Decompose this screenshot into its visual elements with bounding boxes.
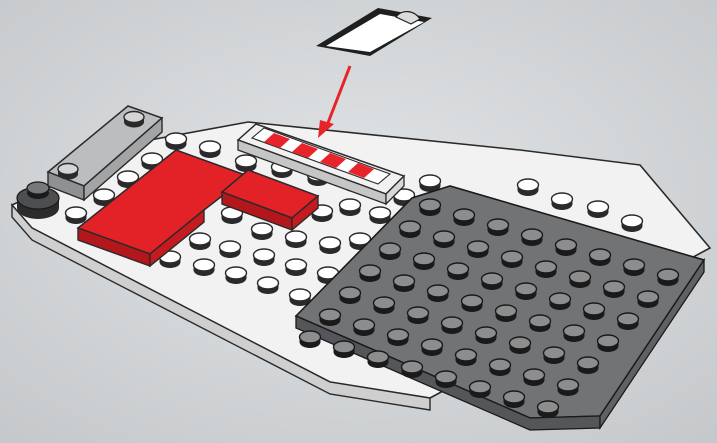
dark-plate-stud [462, 295, 483, 312]
dark-plate-stud [456, 349, 477, 366]
dark-plate-stud [414, 253, 435, 270]
dark-plate-stud [454, 209, 475, 226]
dark-plate-stud [510, 337, 531, 354]
dark-plate-stud [638, 291, 659, 308]
dark-plate-stud [538, 401, 559, 418]
dark-plate-stud [420, 199, 441, 216]
dark-plate-stud [624, 259, 645, 276]
dark-plate-stud [550, 293, 571, 310]
dark-plate-stud [536, 261, 557, 278]
dark-plate-stud [488, 219, 509, 236]
dark-plate-stud [360, 265, 381, 282]
dark-plate-stud [400, 221, 421, 238]
dark-plate-stud [442, 317, 463, 334]
dark-plate-stud [590, 249, 611, 266]
dark-plate-stud [408, 307, 429, 324]
dark-plate-stud [578, 357, 599, 374]
dark-plate-stud [544, 347, 565, 364]
dark-plate-stud [490, 359, 511, 376]
dark-plate-stud [334, 341, 355, 358]
dark-plate-stud [388, 329, 409, 346]
dark-plate-stud [402, 361, 423, 378]
dark-plate-stud [530, 315, 551, 332]
dark-plate-stud [584, 303, 605, 320]
dark-plate-stud [428, 285, 449, 302]
dark-plate-stud [374, 297, 395, 314]
dark-plate-stud [522, 229, 543, 246]
dark-plate-stud [394, 275, 415, 292]
dark-plate-stud [504, 391, 525, 408]
dark-plate-stud [368, 351, 389, 368]
dark-plate-stud [564, 325, 585, 342]
dark-plate-stud [618, 313, 639, 330]
dark-plate-stud [354, 319, 375, 336]
dark-plate-stud [380, 243, 401, 260]
dark-plate-stud [300, 331, 321, 348]
dark-plate-stud [496, 305, 517, 322]
dark-plate-stud [468, 241, 489, 258]
dark-plate-stud [556, 239, 577, 256]
dark-plate-stud [320, 309, 341, 326]
dark-plate-stud [570, 271, 591, 288]
dark-plate-stud [470, 381, 491, 398]
dark-plate-stud [516, 283, 537, 300]
dark-plate-stud [658, 269, 679, 286]
dark-plate-stud [604, 281, 625, 298]
dark-plate-stud [524, 369, 545, 386]
dark-plate-stud [340, 287, 361, 304]
dark-plate-stud [422, 339, 443, 356]
dark-plate-stud [502, 251, 523, 268]
dark-plate-stud [598, 335, 619, 352]
dark-plate-stud [436, 371, 457, 388]
dark-plate-stud [482, 273, 503, 290]
dark-plate-stud [434, 231, 455, 248]
dark-plate-stud [448, 263, 469, 280]
dark-plate-stud [476, 327, 497, 344]
dark-plate-stud [558, 379, 579, 396]
